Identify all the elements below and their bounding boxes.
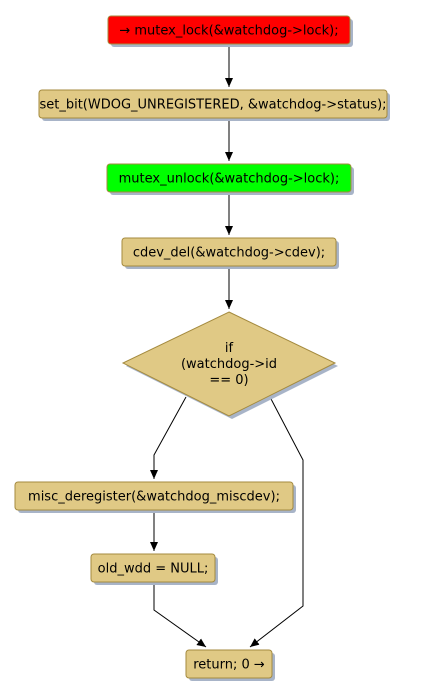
node-cdev-del-box <box>121 237 337 267</box>
node-decision-line3: == 0) <box>209 373 248 388</box>
node-mutex-lock-label: → mutex_lock(&watchdog->lock); <box>119 24 338 39</box>
node-set-bit-box <box>38 89 388 119</box>
edges <box>150 44 304 648</box>
node-misc-deregister-label: misc_deregister(&watchdog_miscdev); <box>28 490 280 505</box>
node-mutex-lock: → mutex_lock(&watchdog->lock); <box>107 15 353 47</box>
node-old-wdd-box <box>90 553 216 583</box>
node-old-wdd: old_wdd = NULL; <box>90 553 218 585</box>
node-decision-diamond <box>121 311 337 417</box>
node-decision: if (watchdog->id == 0) <box>121 311 338 419</box>
edge-decision-false <box>249 396 304 648</box>
node-set-bit: set_bit(WDOG_UNREGISTERED, &watchdog->st… <box>38 89 390 121</box>
node-misc-deregister-box <box>14 481 294 511</box>
node-return: return; 0 → <box>185 649 275 681</box>
node-cdev-del: cdev_del(&watchdog->cdev); <box>121 237 339 269</box>
node-return-label: return; 0 → <box>193 658 265 673</box>
node-mutex-unlock-label: mutex_unlock(&watchdog->lock); <box>119 172 340 187</box>
node-cdev-del-label: cdev_del(&watchdog->cdev); <box>133 246 325 261</box>
node-return-box <box>185 649 273 679</box>
node-set-bit-label: set_bit(WDOG_UNREGISTERED, &watchdog->st… <box>39 98 386 113</box>
node-mutex-unlock-box <box>106 163 352 193</box>
edge-oldwdd-to-return <box>153 584 207 648</box>
node-mutex-lock-box <box>107 15 351 45</box>
edge-decision-true <box>150 396 187 479</box>
node-misc-deregister: misc_deregister(&watchdog_miscdev); <box>14 481 296 513</box>
node-decision-line2: (watchdog->id <box>181 357 277 372</box>
node-old-wdd-label: old_wdd = NULL; <box>98 562 209 577</box>
node-mutex-unlock: mutex_unlock(&watchdog->lock); <box>106 163 354 195</box>
node-decision-line1: if <box>225 341 234 356</box>
